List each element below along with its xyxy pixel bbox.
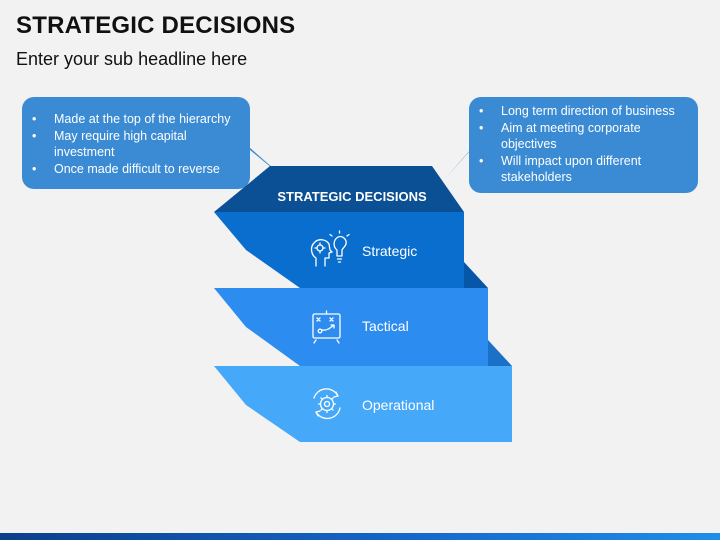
tactical-level-label: Tactical (362, 318, 409, 334)
slide-title: STRATEGIC DECISIONS (16, 12, 296, 39)
gear-cycle-icon (313, 388, 341, 420)
callout-left-item: Once made difficult to reverse (22, 161, 242, 178)
callout-left-item: May require high capital investment (22, 128, 242, 161)
slide-subtitle: Enter your sub headline here (16, 49, 248, 69)
tactical-level-block (214, 288, 488, 366)
tactical-level-side (464, 262, 488, 288)
operational-level-block (214, 366, 512, 442)
strategic-decisions-top-face (214, 166, 464, 212)
operational-level-side (488, 340, 512, 366)
strategic-level-block (214, 212, 464, 288)
callout-right-item: Long term direction of business (469, 103, 692, 120)
operational-level-label: Operational (362, 397, 434, 413)
brain-lightbulb-icon (310, 230, 350, 267)
callout-right-item: Aim at meeting corporate objectives (469, 120, 692, 153)
strategy-board-icon (312, 310, 341, 344)
diagram-header: STRATEGIC DECISIONS (277, 189, 427, 204)
callout-left-list: Made at the top of the hierarchy May req… (22, 111, 242, 177)
callout-left: Made at the top of the hierarchy May req… (22, 97, 250, 189)
strategic-level-label: Strategic (362, 243, 417, 259)
callout-right-item: Will impact upon different stakeholders (469, 153, 692, 186)
callout-right-list: Long term direction of business Aim at m… (469, 103, 692, 186)
callout-right: Long term direction of business Aim at m… (469, 97, 698, 193)
footer-gradient-bar (0, 533, 720, 540)
callout-left-item: Made at the top of the hierarchy (22, 111, 242, 128)
